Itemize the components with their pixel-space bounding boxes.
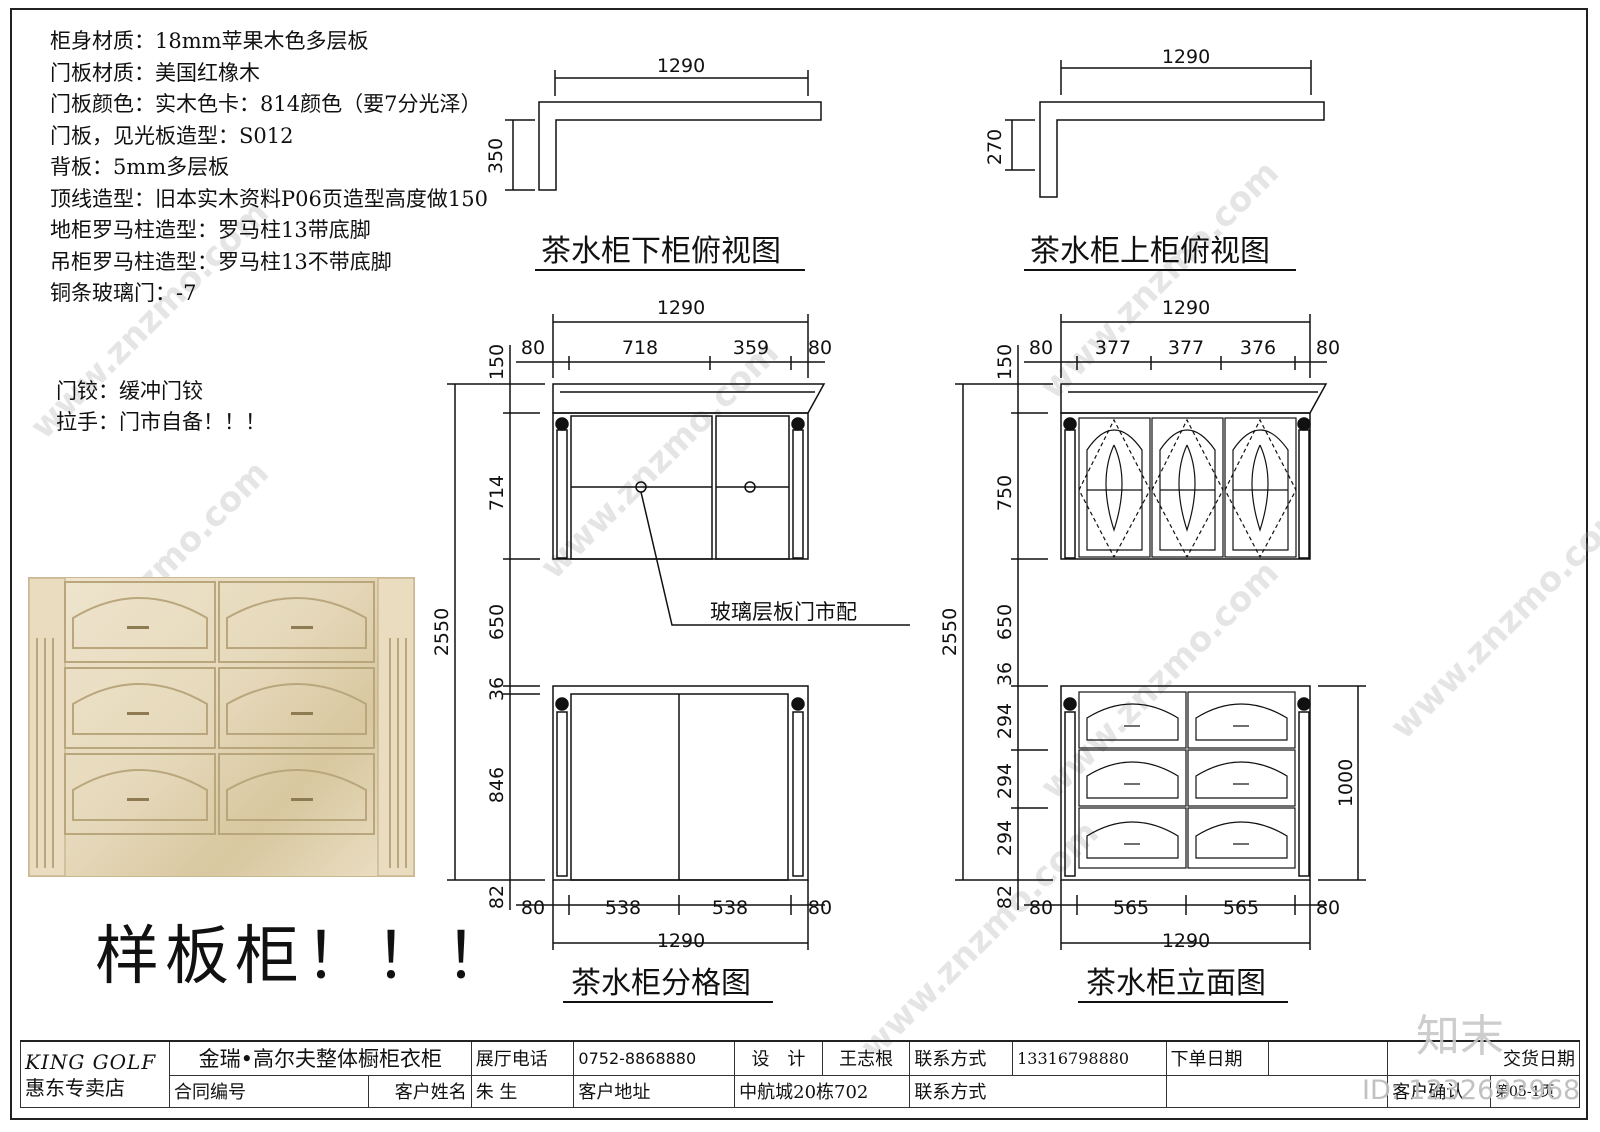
spec-line: 门板，见光板造型：S012: [50, 123, 294, 148]
dim-label: 80: [1316, 897, 1340, 919]
dim-label: 650: [486, 604, 508, 640]
dim-label: 150: [486, 344, 508, 380]
brand-cell: KING GOLF 惠东专卖店: [20, 1040, 170, 1108]
dim-label: 538: [605, 897, 641, 919]
partition-view-title: 茶水柜分格图: [571, 966, 751, 1001]
dim-label: 80: [1029, 337, 1053, 359]
dim-label: 80: [808, 897, 832, 919]
field-label: 联系方式: [909, 1040, 1014, 1076]
store-name: 惠东专卖店: [25, 1075, 125, 1100]
dim-label: 294: [994, 820, 1016, 856]
dim-label: 565: [1113, 897, 1149, 919]
title-underline: [1078, 1001, 1288, 1003]
dim-label: 270: [984, 129, 1006, 165]
spec-line: 柜身材质：18mm苹果木色多层板: [50, 29, 369, 53]
field-label: 展厅电话: [470, 1040, 575, 1076]
field-label: 客户确认: [1387, 1074, 1491, 1109]
dim-label: 1290: [1162, 46, 1210, 68]
dim-label: 359: [733, 337, 769, 359]
dim-label: 846: [486, 767, 508, 803]
elevation-view-title: 茶水柜立面图: [1086, 966, 1266, 1001]
dim-label: 565: [1223, 897, 1259, 919]
title-underline: [563, 1001, 773, 1003]
dim-label: 80: [1029, 897, 1053, 919]
field-label: 设 计: [734, 1040, 823, 1076]
client-name: 朱 生: [470, 1074, 575, 1109]
contact-phone: 13316798880: [1012, 1040, 1167, 1076]
drawing-frame: [10, 8, 1588, 1120]
lower-top-view-title: 茶水柜下柜俯视图: [541, 234, 781, 269]
dim-label: 350: [485, 138, 507, 174]
dim-label: 1290: [657, 930, 705, 952]
dim-label: 36: [994, 662, 1016, 686]
dim-label: 377: [1095, 337, 1131, 359]
client-address: 中航城20栋702: [734, 1074, 911, 1109]
elevation-view: 1290 80 377 377 376 80: [939, 297, 1366, 952]
dim-label: 82: [486, 885, 508, 909]
dim-label: 376: [1240, 337, 1276, 359]
dim-label: 150: [994, 344, 1016, 380]
spec-line: 吊柜罗马柱造型：罗马柱13不带底脚: [50, 249, 392, 274]
company-name: 金瑞•高尔夫整体橱柜衣柜: [169, 1040, 472, 1076]
dim-label: 377: [1168, 337, 1204, 359]
lower-top-view: 1290 350: [485, 55, 822, 191]
dim-label: 80: [1316, 337, 1340, 359]
material-specs: 柜身材质：18mm苹果木色多层板 门板材质：美国红橡木 门板颜色：实木色卡：81…: [50, 26, 488, 310]
dim-label: 714: [486, 475, 508, 511]
spec-line: 背板：5mm多层板: [50, 155, 230, 179]
field-label: 合同编号: [169, 1074, 369, 1109]
dim-label: 2550: [431, 608, 453, 656]
spec-line: 铜条玻璃门：-7: [50, 281, 197, 305]
dim-label: 750: [994, 475, 1016, 511]
dim-label: 294: [994, 763, 1016, 799]
designer-name: 王志根: [821, 1040, 911, 1076]
dim-label: 82: [994, 885, 1016, 909]
dim-label: 80: [808, 337, 832, 359]
field-label: 交货日期: [1387, 1040, 1580, 1076]
spec-line: 门板颜色：实木色卡：814颜色（要7分光泽）: [50, 92, 482, 116]
upper-top-view: 1290 270: [984, 46, 1325, 198]
field-label: 下单日期: [1165, 1040, 1270, 1076]
spec-line: 门板材质：美国红橡木: [50, 60, 260, 85]
dim-label: 718: [622, 337, 658, 359]
partition-view: 1290 80 718 359 80 玻璃层板门市配 2550 150 714: [431, 297, 910, 952]
dim-label: 1000: [1335, 759, 1357, 807]
sample-cabinet-label: 样板柜！！！: [95, 920, 515, 994]
field-label: 客户姓名: [368, 1074, 472, 1109]
hardware-specs: 门铰：缓冲门铰 拉手：门市自备！！！: [56, 376, 266, 438]
dim-label: 1290: [1162, 297, 1210, 319]
spec-line: 拉手：门市自备！！！: [56, 410, 266, 434]
callout-label: 玻璃层板门市配: [710, 600, 857, 624]
contact2-value: [1165, 1074, 1389, 1109]
dim-label: 80: [521, 897, 545, 919]
dim-label: 36: [486, 677, 508, 701]
title-underline: [535, 269, 805, 271]
dim-label: 80: [521, 337, 545, 359]
dim-label: 650: [994, 604, 1016, 640]
order-date-value: [1268, 1040, 1389, 1076]
dim-label: 294: [994, 703, 1016, 739]
dim-label: 1290: [657, 55, 705, 77]
spec-line: 顶线造型：旧本实木资料P06页造型高度做150: [50, 186, 488, 211]
title-block: KING GOLF 惠东专卖店 金瑞•高尔夫整体橱柜衣柜 展厅电话 0752-8…: [20, 1040, 1580, 1109]
page-number: 第05-1页: [1490, 1074, 1580, 1109]
dim-label: 1290: [657, 297, 705, 319]
showroom-phone: 0752-8868880: [573, 1040, 736, 1076]
sample-cabinet-photo: [28, 577, 415, 877]
spec-line: 地柜罗马柱造型：罗马柱13带底脚: [50, 218, 371, 242]
brand-name: KING GOLF: [25, 1049, 157, 1074]
dim-label: 538: [712, 897, 748, 919]
dim-label: 2550: [939, 608, 961, 656]
spec-line: 门铰：缓冲门铰: [56, 379, 203, 403]
title-underline: [1024, 269, 1296, 271]
field-label: 客户地址: [573, 1074, 736, 1109]
field-label: 联系方式: [909, 1074, 1167, 1109]
image-id: ID: 1232692968: [1362, 1075, 1581, 1106]
watermark-logo: 知末: [1416, 1011, 1504, 1062]
dim-label: 1290: [1162, 930, 1210, 952]
upper-top-view-title: 茶水柜上柜俯视图: [1030, 234, 1270, 269]
